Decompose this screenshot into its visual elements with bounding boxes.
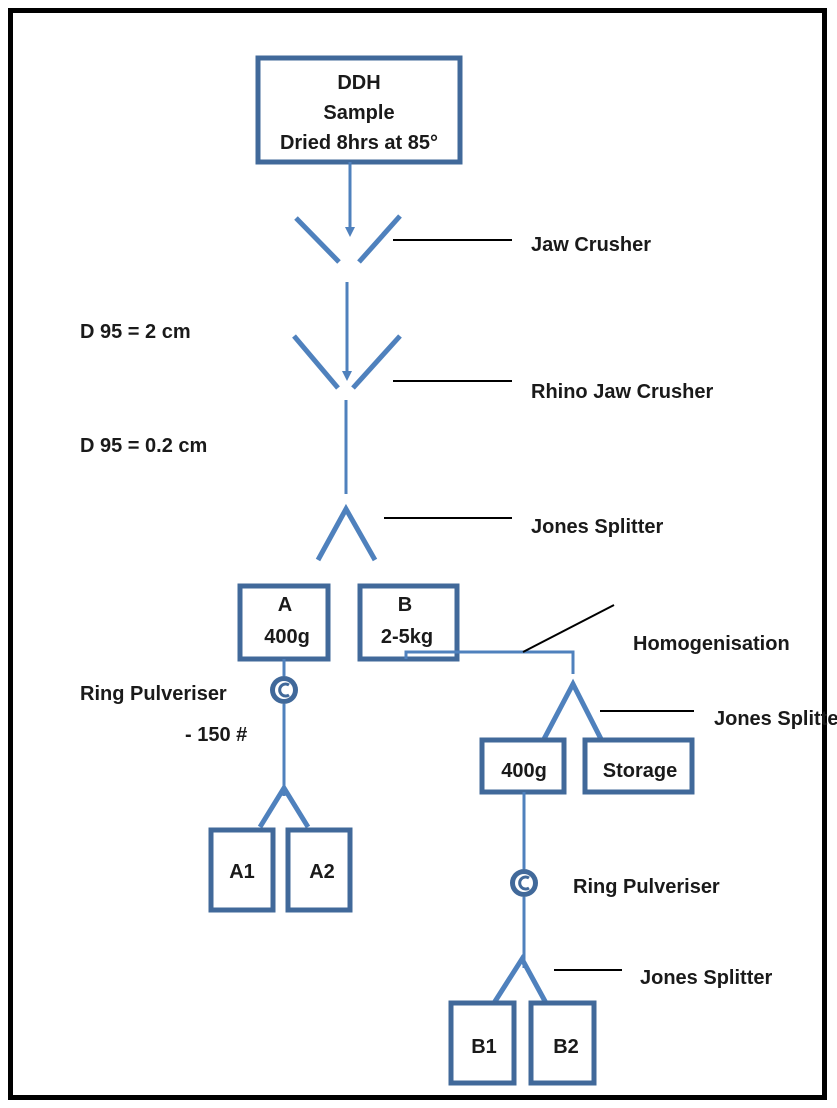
ring-pulveriser-b-label: Ring Pulveriser: [573, 876, 720, 898]
jones-splitter-3-symbol: [491, 954, 549, 1005]
jones-splitter-3-label: Jones Splitter: [640, 967, 772, 989]
box-a: A 400g: [237, 583, 331, 662]
ring-pulveriser-a-symbol: [270, 676, 298, 704]
a-splitter-symbol: [257, 783, 311, 829]
sample-box: DDH Sample Dried 8hrs at 85°: [255, 55, 463, 165]
box-a1-label: A1: [229, 861, 255, 883]
box-a2: A2: [285, 827, 353, 913]
d95-rhino-label: D 95 = 0.2 cm: [80, 435, 207, 457]
sample-box-line2: Sample: [323, 102, 394, 124]
box-b1: B1: [448, 1000, 517, 1086]
box-b1-label: B1: [471, 1036, 497, 1058]
jaw-crusher-label: Jaw Crusher: [531, 234, 651, 256]
box-b-400g: 400g: [479, 737, 567, 795]
sample-box-line1: DDH: [337, 72, 380, 94]
box-b: B 2-5kg: [357, 583, 460, 662]
jaw-crusher-symbol: [294, 214, 402, 264]
jones-splitter-2-symbol: [541, 678, 604, 741]
box-b-line2: 2-5kg: [381, 626, 433, 648]
jones-splitter-2-label: Jones Splitter: [714, 708, 837, 730]
box-b-line1: B: [398, 594, 412, 616]
jones-splitter-1-symbol: [315, 503, 378, 562]
ring-pulveriser-a-label: Ring Pulveriser: [80, 683, 227, 705]
ring-pulveriser-b-symbol: [510, 869, 538, 897]
homogenisation-label: Homogenisation: [633, 633, 790, 655]
homogenisation-leader: [522, 604, 615, 653]
sample-box-line3: Dried 8hrs at 85°: [280, 132, 438, 154]
box-a-line2: 400g: [264, 626, 310, 648]
box-storage-label: Storage: [603, 760, 677, 782]
rhino-jaw-crusher-symbol: [292, 334, 402, 390]
box-a2-label: A2: [309, 861, 335, 883]
box-b-400g-label: 400g: [501, 760, 547, 782]
jones-splitter-1-label: Jones Splitter: [531, 516, 663, 538]
rhino-jaw-crusher-label: Rhino Jaw Crusher: [531, 381, 713, 403]
box-b2-label: B2: [553, 1036, 579, 1058]
homogenisation-line: [404, 650, 575, 674]
box-storage: Storage: [582, 737, 695, 795]
box-a-line1: A: [278, 594, 292, 616]
mesh-size-label: - 150 #: [185, 724, 247, 746]
box-a1: A1: [208, 827, 276, 913]
box-b2: B2: [528, 1000, 597, 1086]
diagram-frame: [8, 8, 827, 1100]
d95-jaw-label: D 95 = 2 cm: [80, 321, 191, 343]
